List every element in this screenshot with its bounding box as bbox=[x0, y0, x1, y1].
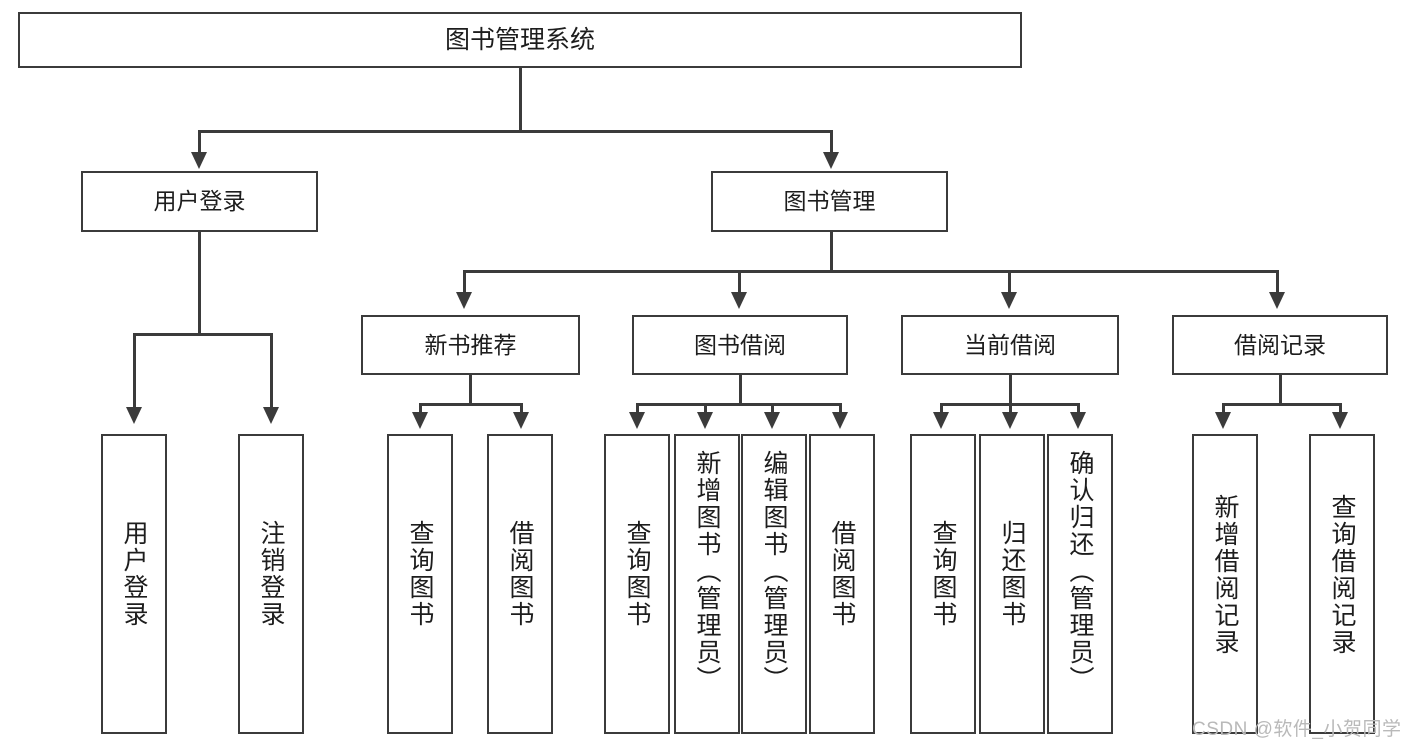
arrowhead-root-to-book-mgmt bbox=[823, 152, 839, 169]
arrowhead-new-book-leaf-2 bbox=[513, 412, 529, 429]
connector-current-borrow-drop-3 bbox=[1077, 403, 1080, 415]
connector-book-borrow-drop-1 bbox=[636, 403, 639, 415]
node-label: 查询图书 bbox=[623, 520, 651, 628]
connector-current-borrow-drop-1 bbox=[940, 403, 943, 415]
node-label: 新增图书（管理员） bbox=[693, 450, 721, 693]
connector-root-to-user-login bbox=[198, 130, 201, 155]
connector-root-to-book-mgmt bbox=[830, 130, 833, 155]
arrowhead-user-login-leaf-1 bbox=[126, 407, 142, 424]
arrowhead-book-borrow-leaf-3 bbox=[764, 412, 780, 429]
leaf-user-login-logout[interactable]: 注销登录 bbox=[238, 434, 304, 734]
arrowhead-new-book-leaf-1 bbox=[412, 412, 428, 429]
connector-book-borrow-drop-2 bbox=[704, 403, 707, 415]
leaf-book-borrow-edit-book-admin[interactable]: 编辑图书（管理员） bbox=[741, 434, 807, 734]
connector-book-borrow-drop-3 bbox=[771, 403, 774, 415]
leaf-current-borrow-return-book[interactable]: 归还图书 bbox=[979, 434, 1045, 734]
node-label: 借阅图书 bbox=[828, 520, 856, 628]
node-label: 用户登录 bbox=[153, 188, 246, 215]
node-label: 图书借阅 bbox=[694, 331, 786, 358]
connector-current-borrow-drop-2 bbox=[1009, 403, 1012, 415]
node-book-management[interactable]: 图书管理 bbox=[711, 171, 948, 232]
connector-book-borrow-drop-4 bbox=[839, 403, 842, 415]
connector-borrow-record-drop-1 bbox=[1222, 403, 1225, 415]
connector-new-book-drop-2 bbox=[520, 403, 523, 415]
csdn-watermark: CSDN @软件_小贺同学 bbox=[1192, 719, 1402, 740]
connector-book-mgmt-drop-4 bbox=[1276, 270, 1279, 295]
connector-book-borrow-bus bbox=[636, 403, 841, 406]
arrowhead-book-borrow-leaf-2 bbox=[697, 412, 713, 429]
leaf-new-book-query-book[interactable]: 查询图书 bbox=[387, 434, 453, 734]
arrowhead-to-new-book bbox=[456, 292, 472, 309]
connector-borrow-record-drop-2 bbox=[1339, 403, 1342, 415]
node-label: 图书管理 bbox=[783, 188, 876, 215]
node-label: 注销登录 bbox=[257, 520, 285, 628]
arrowhead-borrow-record-leaf-1 bbox=[1215, 412, 1231, 429]
node-current-borrow[interactable]: 当前借阅 bbox=[901, 315, 1119, 375]
leaf-book-borrow-add-book-admin[interactable]: 新增图书（管理员） bbox=[674, 434, 740, 734]
connector-book-mgmt-drop-1 bbox=[463, 270, 466, 295]
leaf-book-borrow-borrow-book[interactable]: 借阅图书 bbox=[809, 434, 875, 734]
node-label: 图书管理系统 bbox=[444, 25, 595, 54]
leaf-borrow-record-query-record[interactable]: 查询借阅记录 bbox=[1309, 434, 1375, 734]
node-label: 用户登录 bbox=[120, 520, 148, 628]
connector-book-borrow-stem bbox=[739, 375, 742, 405]
node-book-borrow[interactable]: 图书借阅 bbox=[632, 315, 848, 375]
connector-borrow-record-bus bbox=[1222, 403, 1341, 406]
node-root-system[interactable]: 图书管理系统 bbox=[18, 12, 1022, 68]
connector-user-login-drop-2 bbox=[270, 333, 273, 410]
connector-current-borrow-stem bbox=[1009, 375, 1012, 405]
leaf-new-book-borrow-book[interactable]: 借阅图书 bbox=[487, 434, 553, 734]
node-label: 借阅图书 bbox=[506, 520, 534, 628]
connector-root-stem bbox=[519, 68, 522, 131]
leaf-current-borrow-query-book[interactable]: 查询图书 bbox=[910, 434, 976, 734]
arrowhead-current-borrow-leaf-2 bbox=[1002, 412, 1018, 429]
connector-user-login-bus bbox=[133, 333, 272, 336]
connector-book-mgmt-bus bbox=[463, 270, 1278, 273]
connector-user-login-stem bbox=[198, 232, 201, 335]
node-label: 确认归还（管理员） bbox=[1066, 450, 1094, 693]
node-label: 新书推荐 bbox=[424, 331, 517, 358]
connector-new-book-stem bbox=[469, 375, 472, 405]
arrowhead-book-borrow-leaf-4 bbox=[832, 412, 848, 429]
arrowhead-borrow-record-leaf-2 bbox=[1332, 412, 1348, 429]
arrowhead-current-borrow-leaf-1 bbox=[933, 412, 949, 429]
connector-user-login-drop-1 bbox=[133, 333, 136, 410]
arrowhead-root-to-user-login bbox=[191, 152, 207, 169]
leaf-borrow-record-add-record[interactable]: 新增借阅记录 bbox=[1192, 434, 1258, 734]
leaf-current-borrow-confirm-return-admin[interactable]: 确认归还（管理员） bbox=[1047, 434, 1113, 734]
node-new-book-recommend[interactable]: 新书推荐 bbox=[361, 315, 580, 375]
connector-root-bus bbox=[198, 130, 832, 133]
node-label: 新增借阅记录 bbox=[1211, 494, 1239, 656]
node-label: 查询借阅记录 bbox=[1328, 494, 1356, 656]
connector-book-mgmt-stem bbox=[830, 232, 833, 272]
leaf-user-login-login[interactable]: 用户登录 bbox=[101, 434, 167, 734]
node-label: 编辑图书（管理员） bbox=[760, 450, 788, 693]
arrowhead-to-borrow-record bbox=[1269, 292, 1285, 309]
leaf-book-borrow-query-book[interactable]: 查询图书 bbox=[604, 434, 670, 734]
connector-book-mgmt-drop-2 bbox=[738, 270, 741, 295]
node-label: 查询图书 bbox=[406, 520, 434, 628]
arrowhead-current-borrow-leaf-3 bbox=[1070, 412, 1086, 429]
node-label: 查询图书 bbox=[929, 520, 957, 628]
node-label: 归还图书 bbox=[998, 520, 1026, 628]
arrowhead-book-borrow-leaf-1 bbox=[629, 412, 645, 429]
connector-new-book-drop-1 bbox=[419, 403, 422, 415]
node-borrow-record[interactable]: 借阅记录 bbox=[1172, 315, 1388, 375]
node-label: 借阅记录 bbox=[1234, 331, 1326, 358]
arrowhead-to-current-borrow bbox=[1001, 292, 1017, 309]
node-label: 当前借阅 bbox=[964, 331, 1056, 358]
arrowhead-to-book-borrow bbox=[731, 292, 747, 309]
connector-book-mgmt-drop-3 bbox=[1008, 270, 1011, 295]
connector-borrow-record-stem bbox=[1279, 375, 1282, 405]
connector-new-book-bus bbox=[419, 403, 522, 406]
node-user-login[interactable]: 用户登录 bbox=[81, 171, 318, 232]
arrowhead-user-login-leaf-2 bbox=[263, 407, 279, 424]
